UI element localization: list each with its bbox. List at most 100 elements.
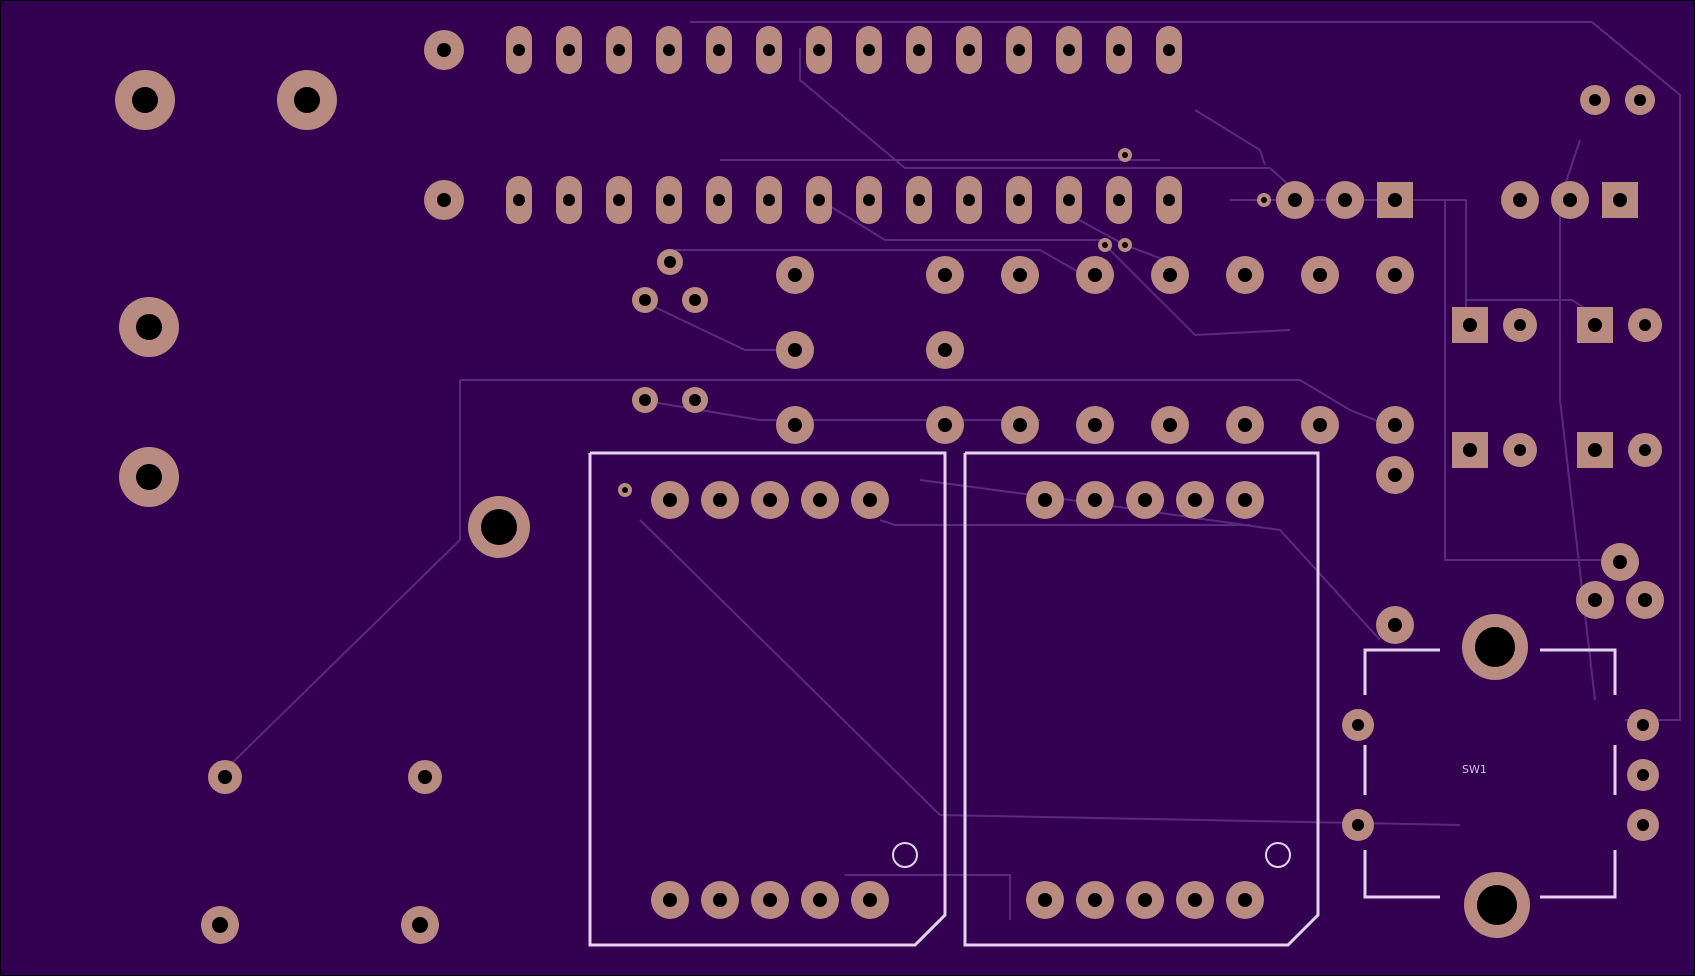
- stepper-driver-left-outline: [588, 451, 947, 947]
- header-top-pad: [1156, 26, 1182, 74]
- header-bottom-pad: [706, 176, 732, 224]
- header-bottom-pad: [1056, 176, 1082, 224]
- switch-sw1-outline-bottom-left: [1363, 850, 1440, 899]
- square-pad: [1577, 432, 1613, 468]
- pad: [776, 256, 814, 294]
- driver-pad: [1176, 881, 1214, 919]
- square-pad: [1577, 307, 1613, 343]
- driver-pad: [1026, 881, 1064, 919]
- header-bottom-pad: [606, 176, 632, 224]
- via: [618, 483, 632, 497]
- header-bottom-pad: [956, 176, 982, 224]
- square-pad: [1452, 307, 1488, 343]
- square-pad: [1602, 182, 1638, 218]
- via: [1098, 238, 1112, 252]
- pad: [1625, 85, 1655, 115]
- header-top-pad: [1006, 26, 1032, 74]
- driver-pad: [1076, 881, 1114, 919]
- small-pad: [682, 387, 708, 413]
- header-top-pad: [856, 26, 882, 74]
- via: [1118, 238, 1132, 252]
- stepper-driver-right-outline: [963, 451, 1320, 947]
- pad: [208, 760, 242, 794]
- header-top-pad: [1106, 26, 1132, 74]
- driver-pad: [1176, 481, 1214, 519]
- header-bottom-pad: [756, 176, 782, 224]
- header-top-pad: [656, 26, 682, 74]
- header-bottom-pad: [1006, 176, 1032, 224]
- pad: [926, 331, 964, 369]
- pad: [1151, 406, 1189, 444]
- silkscreen-outlines: [588, 451, 1617, 947]
- header-bottom-pad: [1106, 176, 1132, 224]
- mounting-hole: [115, 70, 175, 130]
- header-bottom-pad: [1156, 176, 1182, 224]
- switch-pad: [1342, 709, 1374, 741]
- pad: [1503, 433, 1537, 467]
- pad: [1376, 606, 1414, 644]
- pads: [115, 26, 1664, 944]
- pad: [1076, 406, 1114, 444]
- pad: [1376, 456, 1414, 494]
- pad: [201, 906, 239, 944]
- copper-traces: [229, 21, 1681, 920]
- pad: [1301, 406, 1339, 444]
- fiducial-right: [1265, 842, 1291, 868]
- switch-sw1-outline-bottom-right: [1540, 850, 1617, 899]
- driver-pad: [801, 481, 839, 519]
- pad: [1001, 406, 1039, 444]
- mounting-hole: [119, 447, 179, 507]
- header-top-pad: [606, 26, 632, 74]
- small-pad: [632, 287, 658, 313]
- small-pad: [657, 249, 683, 275]
- header-bottom-pad: [506, 176, 532, 224]
- mounting-hole: [119, 297, 179, 357]
- header-bottom-pad: [906, 176, 932, 224]
- header-bottom-pad: [856, 176, 882, 224]
- driver-pad: [701, 481, 739, 519]
- switch-pad: [1627, 709, 1659, 741]
- header-bottom-pad: [656, 176, 682, 224]
- driver-pad: [651, 481, 689, 519]
- header-top-round-pad: [424, 30, 464, 70]
- switch-pad: [1627, 809, 1659, 841]
- pad: [1628, 433, 1662, 467]
- driver-pad: [851, 881, 889, 919]
- pad: [1576, 581, 1614, 619]
- driver-pad: [851, 481, 889, 519]
- pad: [1226, 406, 1264, 444]
- pad: [776, 406, 814, 444]
- driver-pad: [1026, 481, 1064, 519]
- square-pad: [1452, 432, 1488, 468]
- pad: [1501, 181, 1539, 219]
- header-top-pad: [956, 26, 982, 74]
- switch-sw1-label: SW1: [1462, 763, 1487, 776]
- switch-sw1-outline-top-left: [1363, 648, 1440, 695]
- pad: [408, 760, 442, 794]
- pad: [1376, 406, 1414, 444]
- switch-pad: [1342, 809, 1374, 841]
- switch-mounting-hole: [1462, 614, 1528, 680]
- via: [1257, 193, 1271, 207]
- header-bottom-pad: [806, 176, 832, 224]
- mounting-hole: [468, 496, 530, 558]
- small-pad: [682, 287, 708, 313]
- header-top-pad: [906, 26, 932, 74]
- driver-pad: [701, 881, 739, 919]
- pad: [1628, 308, 1662, 342]
- driver-pad: [1226, 481, 1264, 519]
- pad: [1226, 256, 1264, 294]
- pad: [1151, 256, 1189, 294]
- pad: [1001, 256, 1039, 294]
- pad: [1076, 256, 1114, 294]
- header-bottom-pad: [556, 176, 582, 224]
- small-pad: [632, 387, 658, 413]
- pad: [1626, 581, 1664, 619]
- mounting-hole: [277, 70, 337, 130]
- driver-pad: [751, 881, 789, 919]
- via: [1118, 148, 1132, 162]
- driver-pad: [751, 481, 789, 519]
- header-top-pad: [556, 26, 582, 74]
- pad: [926, 256, 964, 294]
